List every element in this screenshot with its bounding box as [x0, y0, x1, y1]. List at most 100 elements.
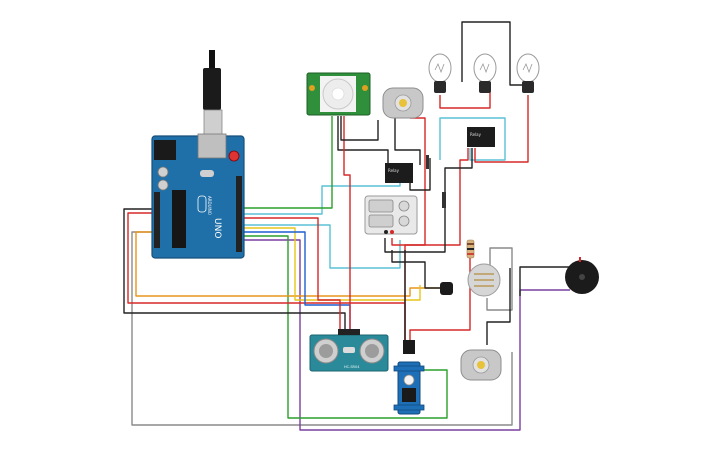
dc-motor-top[interactable]	[382, 87, 424, 119]
wire-black-pir[interactable]	[337, 116, 389, 165]
battery-terminal-neg	[384, 230, 388, 234]
wire-red-pir[interactable]	[343, 116, 351, 332]
resistor-band-3	[467, 253, 474, 255]
arduino-brand-label: ARDUINO	[207, 196, 212, 215]
pir-pot-2	[362, 85, 368, 91]
ultrasonic-label: HC-SR04	[344, 365, 360, 369]
reset-button[interactable]	[228, 150, 240, 162]
servo-motor[interactable]	[393, 340, 425, 415]
light-bulb-3[interactable]	[516, 53, 540, 93]
wire-gray-photo[interactable]	[486, 247, 513, 311]
relay-2-label: Relay	[470, 132, 482, 137]
wire-gray-left[interactable]	[131, 231, 513, 426]
ultrasonic-receiver-mesh	[365, 344, 379, 358]
servo-mount-bottom	[393, 404, 425, 411]
servo-connector	[403, 340, 415, 354]
light-bulb-1[interactable]	[428, 53, 452, 93]
wire-green-pir[interactable]	[236, 116, 333, 209]
battery-cell-1	[368, 199, 394, 213]
atmega-chip	[172, 190, 186, 248]
bulb-1-filament	[434, 63, 445, 74]
bulb-2-glass	[473, 53, 497, 83]
dc-motor-bottom[interactable]	[460, 349, 502, 381]
bulb-1-base	[434, 81, 446, 93]
battery-pack[interactable]	[364, 192, 446, 235]
ultrasonic-crystal	[343, 347, 355, 353]
crystal	[200, 170, 214, 177]
wire-black-outer[interactable]	[123, 208, 346, 332]
usb-connector	[203, 109, 223, 137]
capacitor-1	[157, 166, 169, 178]
relay-1[interactable]: Relay	[385, 155, 429, 183]
usb-cable	[209, 50, 215, 72]
temperature-sensor-body	[440, 282, 453, 295]
pir-dome-center	[331, 87, 345, 101]
servo-mount-top	[393, 365, 425, 372]
wire-black-temp[interactable]	[391, 250, 445, 289]
bulb-3-filament	[522, 63, 533, 74]
wire-cyan-sensor[interactable]	[236, 224, 401, 269]
usb-plug	[203, 68, 221, 110]
resistor[interactable]	[466, 239, 475, 259]
arduino-uno[interactable]: UNO ARDUINO	[151, 50, 245, 259]
wire-black-motor-bottom[interactable]	[486, 268, 511, 345]
servo-horn[interactable]	[403, 374, 415, 386]
wires	[123, 21, 572, 431]
dc-motor-bottom-shaft	[477, 361, 485, 369]
analog-header	[154, 192, 160, 248]
dc-motor-top-shaft	[399, 99, 407, 107]
battery-knob-1	[398, 200, 410, 212]
pir-pot-1	[309, 85, 315, 91]
bulb-1-glass	[428, 53, 452, 83]
pir-sensor[interactable]	[306, 72, 371, 116]
battery-knob-2	[398, 215, 410, 227]
bulb-3-base	[522, 81, 534, 93]
relay-2[interactable]: Relay	[467, 127, 495, 147]
relay-1-pin	[426, 155, 429, 169]
wire-black-relay2-battery[interactable]	[384, 148, 473, 253]
buzzer-hole	[579, 274, 585, 280]
ultrasonic-header	[338, 329, 360, 335]
wire-cyan-relay2[interactable]	[439, 117, 506, 161]
resistor-band-1	[467, 243, 474, 245]
wire-red-relay2-battery[interactable]	[391, 148, 469, 246]
wire-black-motor-top[interactable]	[394, 118, 421, 165]
power-jack	[154, 140, 176, 160]
digital-header	[236, 176, 242, 252]
resistor-band-2	[467, 248, 474, 250]
usb-jack	[197, 133, 227, 159]
servo-label-strip	[402, 388, 416, 402]
wire-black-relay1[interactable]	[409, 158, 431, 191]
arduino-model-label: UNO	[212, 218, 222, 238]
relay-2-body	[467, 127, 495, 147]
wire-black-buzzer[interactable]	[519, 266, 572, 296]
bulb-3-glass	[516, 53, 540, 83]
piezo-buzzer[interactable]	[565, 257, 599, 294]
wire-blue-1[interactable]	[236, 231, 351, 332]
wire-green-servo[interactable]	[236, 235, 448, 419]
wire-black-pir-2[interactable]	[340, 116, 379, 141]
capacitor-2	[157, 179, 169, 191]
relay-1-label: Relay	[388, 168, 400, 173]
wire-red-bulbs[interactable]	[439, 92, 529, 163]
photoresistor-track	[474, 273, 494, 287]
wire-yellow[interactable]	[236, 227, 421, 301]
arduino-logo	[197, 195, 207, 213]
wire-orange[interactable]	[135, 231, 440, 297]
bulb-2-filament	[479, 63, 490, 74]
photoresistor[interactable]	[467, 263, 501, 297]
ultrasonic-transmitter-mesh	[319, 344, 333, 358]
switch-1[interactable]	[442, 192, 446, 208]
ultrasonic-sensor[interactable]: HC-SR04	[309, 329, 389, 372]
battery-cell-2	[368, 214, 394, 228]
wire-red-servo[interactable]	[409, 256, 471, 345]
temperature-sensor[interactable]	[440, 282, 453, 295]
wire-black-bulb-loop[interactable]	[461, 21, 528, 86]
light-bulb-2[interactable]	[473, 53, 497, 93]
buzzer-pin-red	[579, 257, 581, 262]
bulb-2-base	[479, 81, 491, 93]
wire-purple-buzzer[interactable]	[236, 239, 570, 431]
relay-1-body	[385, 163, 413, 183]
wire-red-ultra[interactable]	[236, 217, 341, 332]
